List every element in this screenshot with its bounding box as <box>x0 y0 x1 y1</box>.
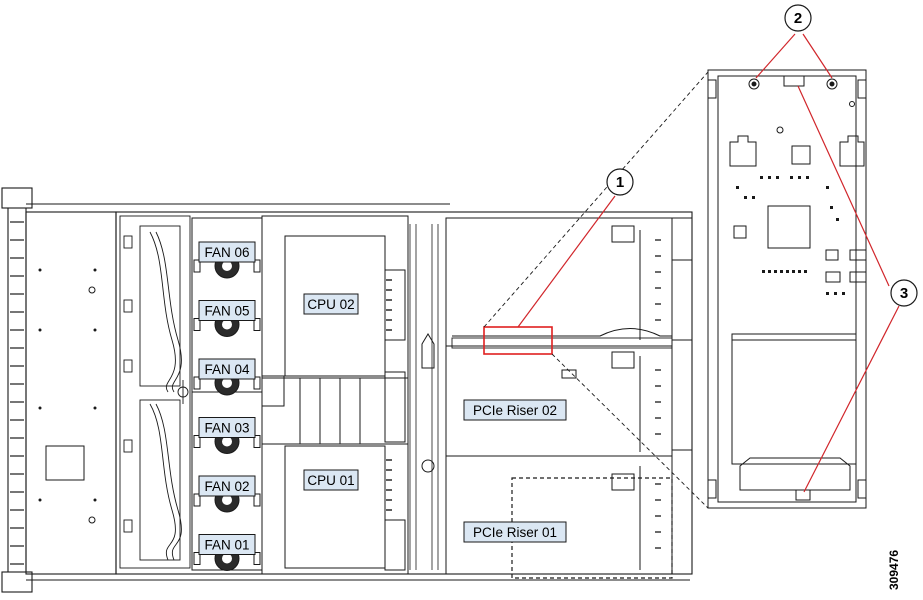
fan-hub-icon <box>222 553 232 564</box>
fan-module: FAN 03 <box>193 417 261 454</box>
fan-latch <box>193 318 201 331</box>
fan-label: FAN 06 <box>204 245 249 260</box>
cpu-01-label-text: CPU 01 <box>307 473 354 488</box>
fan-label: FAN 03 <box>204 421 249 436</box>
riser-ticks <box>655 239 661 549</box>
riser-area <box>445 217 692 575</box>
fan-latch <box>193 435 201 448</box>
riser-01-label: PCIe Riser 01 <box>463 521 567 543</box>
dimm-ticks <box>386 279 392 511</box>
cpu-area <box>261 215 409 575</box>
fan-module: FAN 02 <box>193 475 261 513</box>
riser-connector-bar <box>451 337 673 349</box>
callout-3: 3 <box>890 279 918 307</box>
cpu-02-label-text: CPU 02 <box>307 297 354 312</box>
front-edge-ticks <box>10 221 24 565</box>
mid-baffle <box>421 333 435 473</box>
fan-label: FAN 05 <box>204 304 249 319</box>
fan-hub-icon <box>222 319 232 330</box>
fan-label: FAN 02 <box>204 479 249 494</box>
callout-2: 2 <box>784 4 812 32</box>
riser-02-label: PCIe Riser 02 <box>463 399 567 421</box>
fan-label-box <box>198 534 256 555</box>
fan-module: FAN 01 <box>193 534 261 571</box>
fan-latch <box>253 259 261 273</box>
fan-hub-icon <box>222 495 232 505</box>
fan-label-box <box>198 417 256 438</box>
fan-latch <box>193 493 201 507</box>
riser-02-plate <box>452 328 672 337</box>
zoom-lines <box>483 71 709 509</box>
fan-hub-icon <box>222 261 232 271</box>
fan-latch <box>253 552 261 565</box>
figure-id: 309476 <box>887 550 901 590</box>
fan-label-box <box>198 241 256 263</box>
fan-latch <box>193 376 201 390</box>
fan-hub-icon <box>222 378 232 388</box>
fan-latch <box>253 493 261 507</box>
fan-latch <box>193 259 201 273</box>
callout-3-number: 3 <box>900 285 908 302</box>
callout-1: 1 <box>606 168 634 196</box>
fan-label-box <box>198 300 256 321</box>
dimm-rails <box>409 224 439 570</box>
fan-modules: FAN 06 FAN 05 FAN 04 FAN 03 FAN 02 FAN 01 <box>193 241 261 571</box>
callout-1-number: 1 <box>616 174 624 191</box>
highlight-box <box>483 326 553 355</box>
fan-module: FAN 06 <box>193 241 261 279</box>
riser-01-label-text: PCIe Riser 01 <box>473 525 557 540</box>
front-panel-label-area <box>45 445 85 481</box>
fan-label-box <box>198 358 256 380</box>
fan-label: FAN 01 <box>204 538 249 553</box>
fan-label: FAN 04 <box>204 362 250 377</box>
fan-module: FAN 05 <box>193 300 261 337</box>
inset-board-detail <box>707 69 867 509</box>
riser-02-label-text: PCIe Riser 02 <box>473 403 557 418</box>
callout-2-number: 2 <box>794 10 802 27</box>
fan-latch <box>253 376 261 390</box>
fan-latch <box>193 552 201 565</box>
front-panel-dots <box>38 268 97 524</box>
fan-latch <box>253 435 261 448</box>
riser-latches <box>561 225 635 491</box>
fan-hub-icon <box>222 436 232 447</box>
backplane-cable-area <box>119 215 191 569</box>
callout-leaders <box>517 33 900 493</box>
fan-module: FAN 04 <box>193 358 261 396</box>
fan-latch <box>253 318 261 331</box>
inset-components <box>736 176 845 295</box>
fan-label-box <box>198 475 256 497</box>
cpu-02-label: CPU 02 <box>303 293 359 315</box>
cpu-01-label: CPU 01 <box>303 469 359 491</box>
